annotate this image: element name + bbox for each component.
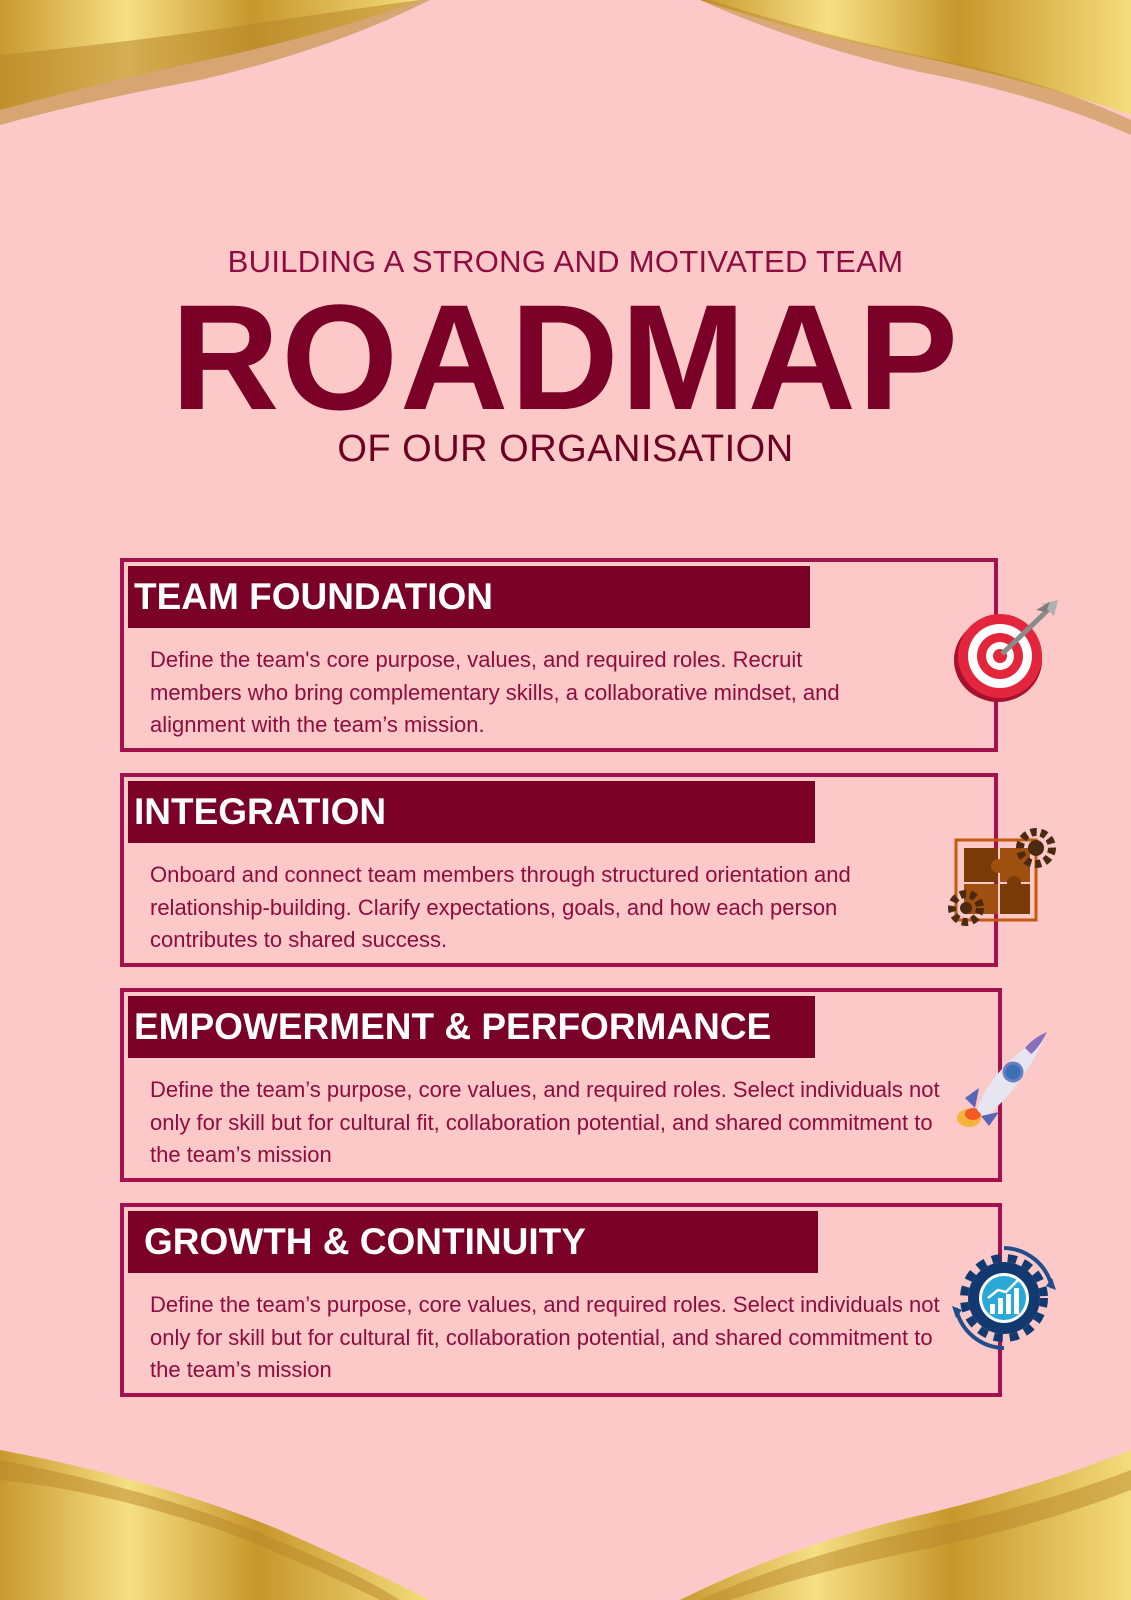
stage-description: Define the team's core purpose, values, … [150,647,840,737]
puzzle-gears-icon [948,828,1056,926]
stage-title: EMPOWERMENT & PERFORMANCE [128,996,815,1058]
growth-gear-icon [952,1246,1056,1350]
gold-wave-bottom [0,1450,1131,1600]
header-kicker: BUILDING A STRONG AND MOTIVATED TEAM [227,244,904,279]
gold-wave-top [0,0,1131,135]
stage-card-team-foundation: TEAM FOUNDATION Define the team's core p… [120,558,998,752]
stage-description: Define the team’s purpose, core values, … [150,1077,940,1167]
stage-title: INTEGRATION [128,781,815,843]
stage-title: TEAM FOUNDATION [128,566,810,628]
stage-description: Onboard and connect team members through… [150,862,851,952]
stage-title: GROWTH & CONTINUITY [128,1211,818,1273]
target-icon [954,600,1058,702]
stage-card-empowerment-performance: EMPOWERMENT & PERFORMANCE Define the tea… [120,988,1002,1182]
stage-card-integration: INTEGRATION Onboard and connect team mem… [120,773,998,967]
stage-card-growth-continuity: GROWTH & CONTINUITY Define the team’s pu… [120,1203,1002,1397]
page-title: ROADMAP [171,273,960,441]
rocket-icon [957,1032,1047,1127]
header-subtitle: OF OUR ORGANISATION [337,428,794,470]
stage-description: Define the team’s purpose, core values, … [150,1292,940,1382]
